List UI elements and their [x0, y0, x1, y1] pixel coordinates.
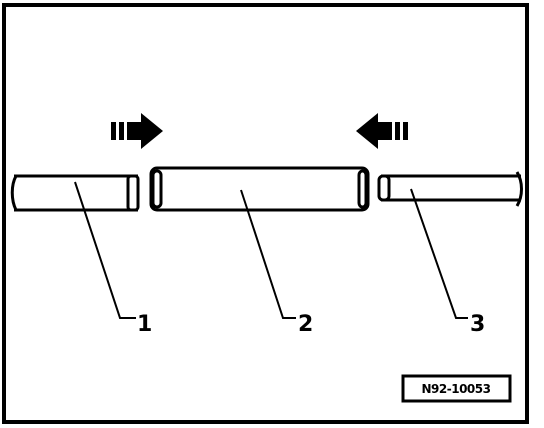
leader-lines: [74, 181, 468, 319]
leader-line-2: [240, 189, 296, 319]
push-arrow-left-icon: [356, 113, 408, 149]
connector-tube: [149, 166, 370, 212]
reference-code: N92-10053: [422, 382, 491, 396]
callout-2-label: 2: [298, 312, 313, 337]
callout-3-label: 3: [470, 312, 485, 337]
right-hose: [377, 171, 523, 207]
figure-frame: [2, 3, 529, 424]
leader-line-1: [74, 181, 136, 319]
push-arrow-right-icon: [111, 113, 163, 149]
left-hose: [10, 174, 140, 212]
callout-1-label: 1: [137, 312, 152, 337]
leader-line-3: [410, 188, 468, 319]
reference-code-box: N92-10053: [401, 374, 512, 403]
